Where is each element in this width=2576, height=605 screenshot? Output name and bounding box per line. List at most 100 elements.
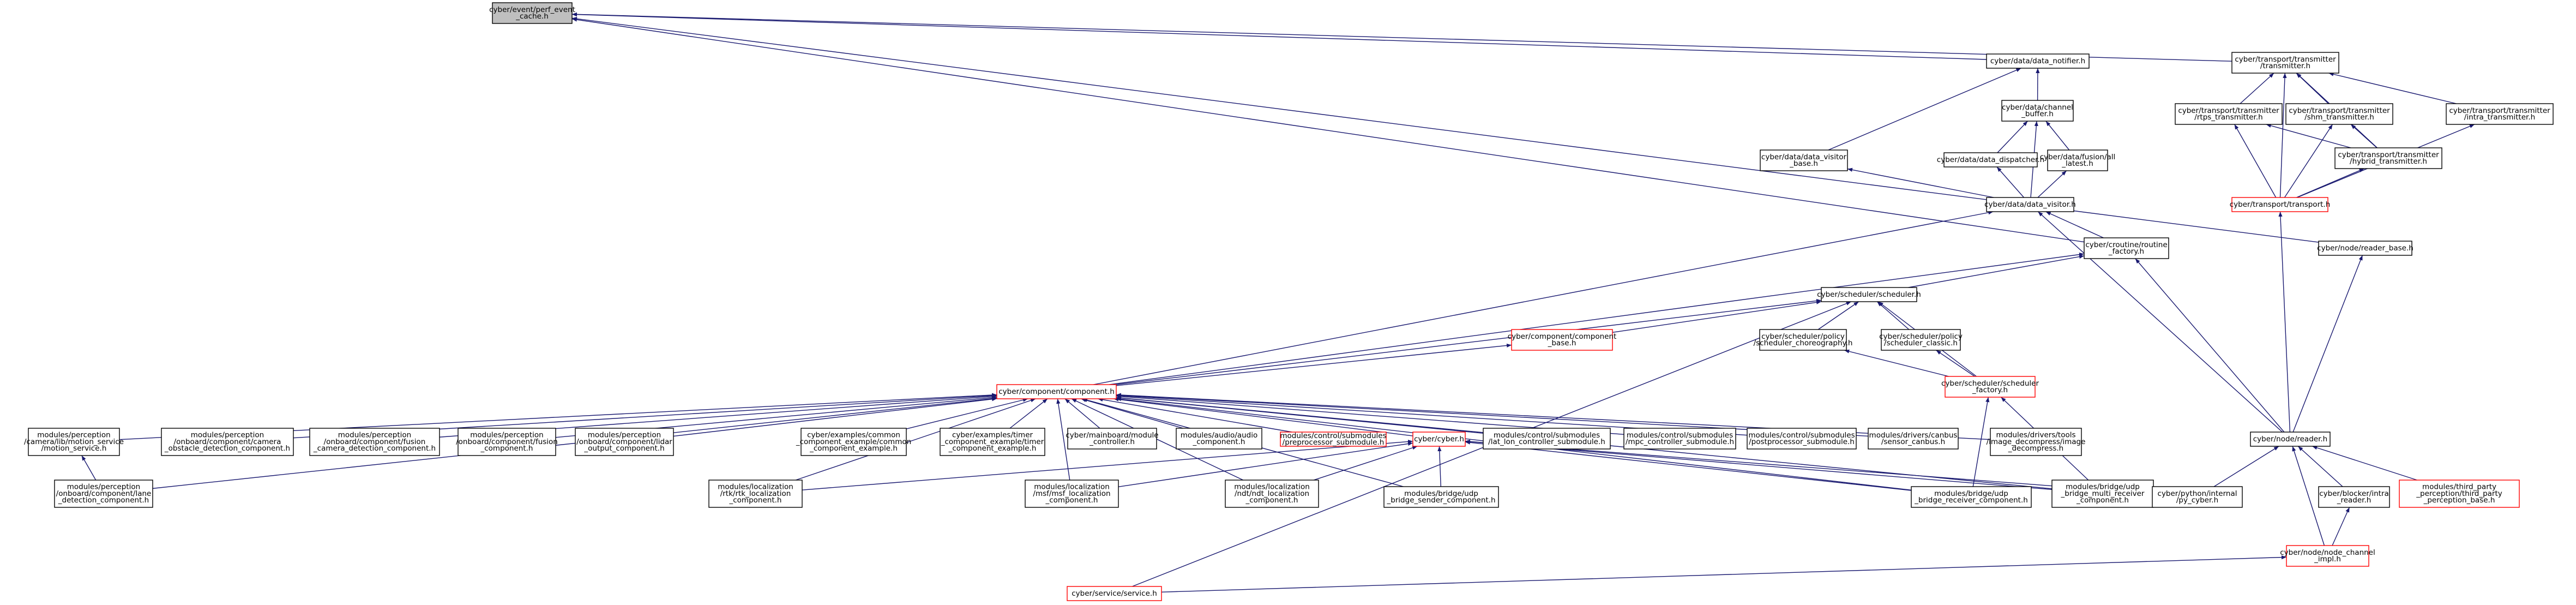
node-label: _component.h xyxy=(1193,438,1245,446)
node-box xyxy=(2399,480,2520,508)
node-reader_base[interactable]: cyber/node/reader_base.h xyxy=(2317,241,2414,256)
node-preprocessor[interactable]: modules/control/submodules/preprocessor_… xyxy=(1280,432,1387,447)
node-dispatcher[interactable]: cyber/data/data_dispatcher.h xyxy=(1937,152,2044,167)
node-label: modules/bridge/udp xyxy=(1934,489,2008,498)
node-image_decompress[interactable]: modules/drivers/tools/image_decompress/i… xyxy=(1987,428,2086,456)
node-mainboard[interactable]: cyber/mainboard/module_controller.h xyxy=(1066,428,1159,450)
edge-third_party-to-node_reader xyxy=(2312,446,2417,481)
node-box xyxy=(1943,152,2038,167)
node-box xyxy=(2250,432,2331,447)
node-box xyxy=(575,428,674,456)
edge-routine_factory-to-root xyxy=(571,17,2085,243)
node-label: cyber/transport/transmitter xyxy=(2289,106,2390,115)
node-lat_lon[interactable]: modules/control/submodules/lat_lon_contr… xyxy=(1483,428,1611,450)
node-udp_sender[interactable]: modules/bridge/udp_bridge_sender_compone… xyxy=(1383,486,1499,508)
edge-component-to-scheduler xyxy=(1116,298,1822,385)
node-label: cyber/data/data_visitor.h xyxy=(1984,200,2076,209)
node-channel_impl[interactable]: cyber/node/node_channel_impl.h xyxy=(2280,545,2375,567)
node-label: _controller.h xyxy=(1089,438,1135,446)
node-label: cyber/data/data_dispatcher.h xyxy=(1937,155,2044,164)
node-component[interactable]: cyber/component/component.h xyxy=(996,384,1117,399)
node-label: _bridge_multi_receiver xyxy=(2061,489,2145,498)
node-box xyxy=(2084,237,2169,259)
node-label: /postprocessor_submodule.h xyxy=(1749,438,1855,446)
node-lidar_output[interactable]: modules/perception/onboard/component/lid… xyxy=(575,428,674,456)
node-third_party[interactable]: modules/third_party_perception/third_par… xyxy=(2399,480,2520,508)
node-rtps_tx[interactable]: cyber/transport/transmitter/rtps_transmi… xyxy=(2175,103,2283,125)
node-label: cyber/transport/transport.h xyxy=(2230,200,2331,209)
node-component_base[interactable]: cyber/component/component_base.h xyxy=(1508,329,1617,351)
edge-service-to-channel_impl xyxy=(1161,555,2287,593)
node-intra_tx[interactable]: cyber/transport/transmitter/intra_transm… xyxy=(2446,103,2554,125)
node-label: modules/localization xyxy=(1234,483,1310,492)
node-fusion_comp[interactable]: modules/perception/onboard/component/fus… xyxy=(456,428,558,456)
node-audio[interactable]: modules/audio/audio_component.h xyxy=(1176,428,1262,450)
node-udp_multi[interactable]: modules/bridge/udp_bridge_multi_receiver… xyxy=(2051,480,2154,508)
edge-sched_factory-to-classic xyxy=(1936,350,1975,377)
node-camera_obstacle[interactable]: modules/perception/onboard/component/cam… xyxy=(161,428,294,456)
node-rtk_loc[interactable]: modules/localization/rtk/rtk_localizatio… xyxy=(708,480,803,508)
node-box xyxy=(1025,480,1119,508)
node-label: cyber/scheduler/scheduler xyxy=(1941,379,2039,388)
node-cyber_h[interactable]: cyber/cyber.h xyxy=(1412,432,1466,447)
node-box xyxy=(2286,545,2369,567)
node-label: /msf/msf_localization xyxy=(1033,489,1110,498)
node-intra_reader[interactable]: cyber/blocker/intra_reader.h xyxy=(2318,486,2390,508)
node-canbus[interactable]: modules/drivers/canbus/sensor_canbus.h xyxy=(1868,428,1959,450)
node-box xyxy=(2231,52,2339,74)
node-box xyxy=(1945,376,2036,398)
edge-classic-to-scheduler xyxy=(1876,301,1910,330)
node-root[interactable]: cyber/event/perf_event_cache.h xyxy=(489,2,575,24)
node-label: cyber/component/component.h xyxy=(998,387,1115,396)
node-data_visitor[interactable]: cyber/data/data_visitor.h xyxy=(1984,197,2076,212)
node-label: cyber/node/reader.h xyxy=(2253,435,2328,444)
node-transport[interactable]: cyber/transport/transport.h xyxy=(2230,197,2331,212)
node-msf_loc[interactable]: modules/localization/msf/msf_localizatio… xyxy=(1025,480,1119,508)
node-label: modules/control/submodules xyxy=(1280,432,1386,440)
node-transmitter[interactable]: cyber/transport/transmitter/transmitter.… xyxy=(2231,52,2339,74)
node-box xyxy=(1280,432,1387,447)
node-routine_factory[interactable]: cyber/croutine/routine_factory.h xyxy=(2084,237,2169,259)
node-box xyxy=(708,480,803,508)
edge-data_visitor-to-dispatcher xyxy=(1996,166,2025,198)
node-box xyxy=(940,428,1045,456)
node-label: /rtk/rtk_localization xyxy=(720,489,791,498)
edge-audio-to-component xyxy=(1081,398,1183,429)
node-py_cyber[interactable]: cyber/python/internal/py_cyber.h xyxy=(2152,486,2243,508)
node-ndt_loc[interactable]: modules/localization/ndt/ndt_localizatio… xyxy=(1225,480,1319,508)
node-channel_buffer[interactable]: cyber/data/channel_buffer.h xyxy=(2001,100,2074,122)
node-label: modules/localization xyxy=(1034,483,1110,492)
node-label: _component.h xyxy=(2076,496,2129,505)
node-label: /motion_service.h xyxy=(41,444,107,453)
edge-routine_factory-to-data_visitor xyxy=(2045,211,2104,238)
node-label: _component_example.h xyxy=(948,444,1037,453)
node-classic[interactable]: cyber/scheduler/policy/scheduler_classic… xyxy=(1879,329,1963,351)
node-motion_service[interactable]: modules/perception/camera/lib/motion_ser… xyxy=(24,428,124,456)
node-label: modules/perception xyxy=(338,431,411,440)
node-data_notifier[interactable]: cyber/data/data_notifier.h xyxy=(1986,53,2090,69)
node-postprocessor[interactable]: modules/control/submodules/postprocessor… xyxy=(1747,428,1857,450)
node-all_latest[interactable]: cyber/data/fusion/all_latest.h xyxy=(2040,149,2116,171)
node-node_reader[interactable]: cyber/node/reader.h xyxy=(2250,432,2331,447)
node-hybrid_tx[interactable]: cyber/transport/transmitter/hybrid_trans… xyxy=(2334,147,2442,169)
edge-rtk_loc-to-component xyxy=(796,398,1036,481)
node-udp_receiver[interactable]: modules/bridge/udp_bridge_receiver_compo… xyxy=(1911,486,2032,508)
node-service[interactable]: cyber/service/service.h xyxy=(1067,586,1162,601)
node-timer_example[interactable]: cyber/examples/timer_component_example/t… xyxy=(940,428,1045,456)
node-visitor_base[interactable]: cyber/data/data_visitor_base.h xyxy=(1760,149,1848,171)
node-mpc[interactable]: modules/control/submodules/mpc_controlle… xyxy=(1623,428,1736,450)
node-label: _buffer.h xyxy=(2021,110,2054,118)
edge-msf_loc-to-component xyxy=(1056,398,1070,481)
node-fusion_camera[interactable]: modules/perception/onboard/component/fus… xyxy=(309,428,440,456)
node-label: _component.h xyxy=(1245,496,1298,505)
node-choreography[interactable]: cyber/scheduler/policy/scheduler_choreog… xyxy=(1754,329,1853,351)
node-common_example[interactable]: cyber/examples/common_component_example/… xyxy=(796,428,911,456)
edge-hybrid_tx-to-shm_tx xyxy=(2350,124,2378,148)
node-scheduler[interactable]: cyber/scheduler/scheduler.h xyxy=(1817,287,1921,302)
node-sched_factory[interactable]: cyber/scheduler/scheduler_factory.h xyxy=(1941,376,2039,398)
node-label: cyber/cyber.h xyxy=(1414,435,1464,444)
node-label: modules/perception xyxy=(588,431,661,440)
node-shm_tx[interactable]: cyber/transport/transmitter/shm_transmit… xyxy=(2285,103,2393,125)
node-label: _camera_detection_component.h xyxy=(313,444,436,453)
node-lane_detection[interactable]: modules/perception/onboard/component/lan… xyxy=(54,480,153,508)
